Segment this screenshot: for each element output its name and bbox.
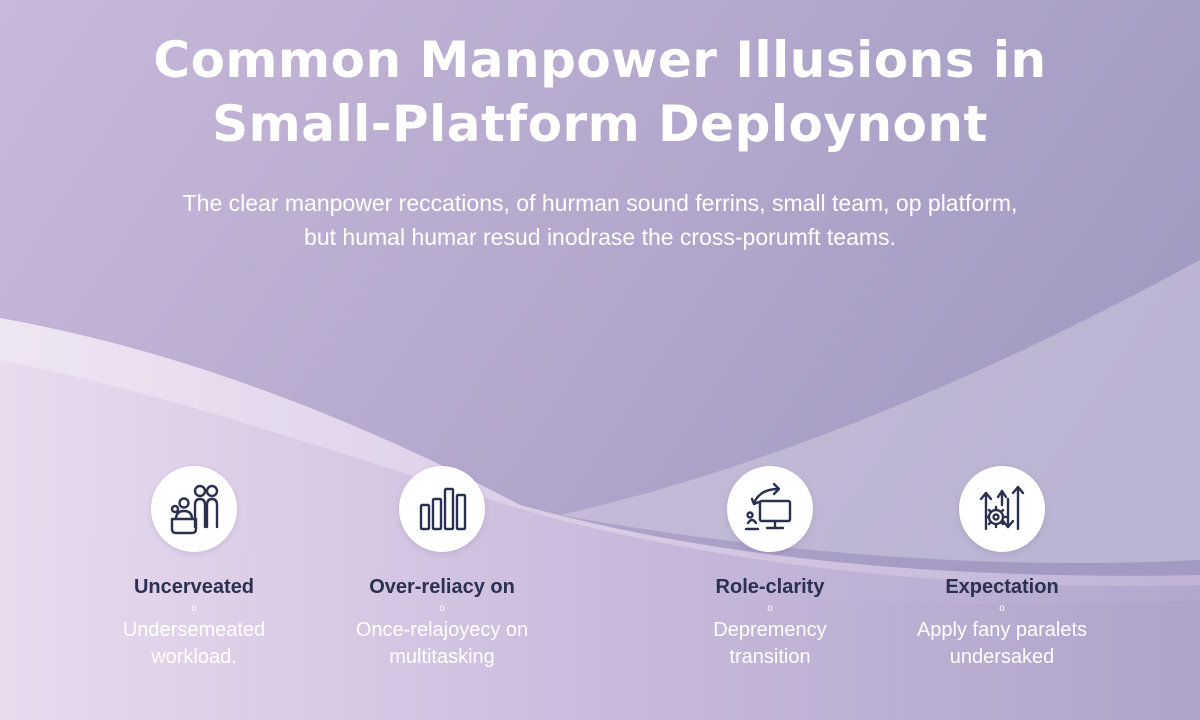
monitor-transition-icon — [744, 482, 792, 531]
feature-card-2: Over-reliacy on o Once-relajoyecy on mul… — [322, 466, 562, 671]
feature-3-icon-circle — [727, 466, 813, 552]
feature-1-description-line-2: workload. — [151, 646, 237, 668]
feature-2-bullet: o — [439, 603, 445, 614]
feature-2-description-line-1: Once-relajoyecy on — [355, 619, 529, 641]
page-title-line-2: Small-Platform Deploynont — [212, 95, 988, 153]
feature-3-bullet: o — [767, 603, 773, 614]
feature-4-bullet: o — [999, 603, 1005, 614]
page-subtitle-line-2: but humal humar resud inodrase the cross… — [304, 224, 896, 250]
feature-1-icon-circle — [151, 466, 237, 552]
feature-2-description-line-2: multitasking — [389, 646, 495, 668]
page-title: Common Manpower Illusions in Small-Platf… — [0, 28, 1200, 156]
feature-2-title: Over-reliacy on — [369, 576, 515, 598]
feature-4-description-line-1: Apply fany paralets — [916, 619, 1088, 641]
team-people-icon — [170, 484, 219, 535]
feature-1-title: Uncerveated — [133, 576, 255, 598]
feature-card-1: Uncerveated o Undersemeated workload. — [74, 466, 314, 671]
bar-chart-icon — [419, 487, 467, 531]
feature-3-description-line-1: Depremency — [713, 619, 827, 641]
feature-3-description: Depremency transition — [650, 617, 890, 671]
feature-1-description-line-1: Undersemeated — [122, 619, 266, 641]
feature-1-description: Undersemeated workload. — [74, 617, 314, 671]
feature-2-icon-circle — [399, 466, 485, 552]
page-subtitle-line-1: The clear manpower reccations, of hurman… — [182, 190, 1018, 216]
feature-4-icon-circle — [959, 466, 1045, 552]
feature-4-description-line-2: undersaked — [949, 646, 1055, 668]
feature-4-title: Expectation — [945, 576, 1059, 598]
feature-card-4: Expectation o Apply fany paralets unders… — [882, 466, 1122, 671]
feature-1-bullet: o — [191, 603, 197, 614]
feature-3-description-line-2: transition — [729, 646, 811, 668]
feature-row: Uncerveated o Undersemeated workload. Ov… — [0, 466, 1200, 706]
feature-2-description: Once-relajoyecy on multitasking — [322, 617, 562, 671]
feature-card-3: Role-clarity o Depremency transition — [650, 466, 890, 671]
feature-3-title: Role-clarity — [715, 576, 825, 598]
page-title-line-1: Common Manpower Illusions in — [153, 31, 1047, 89]
gear-arrows-icon — [979, 485, 1025, 531]
feature-4-description: Apply fany paralets undersaked — [882, 617, 1122, 671]
page-subtitle: The clear manpower reccations, of hurman… — [100, 186, 1100, 254]
